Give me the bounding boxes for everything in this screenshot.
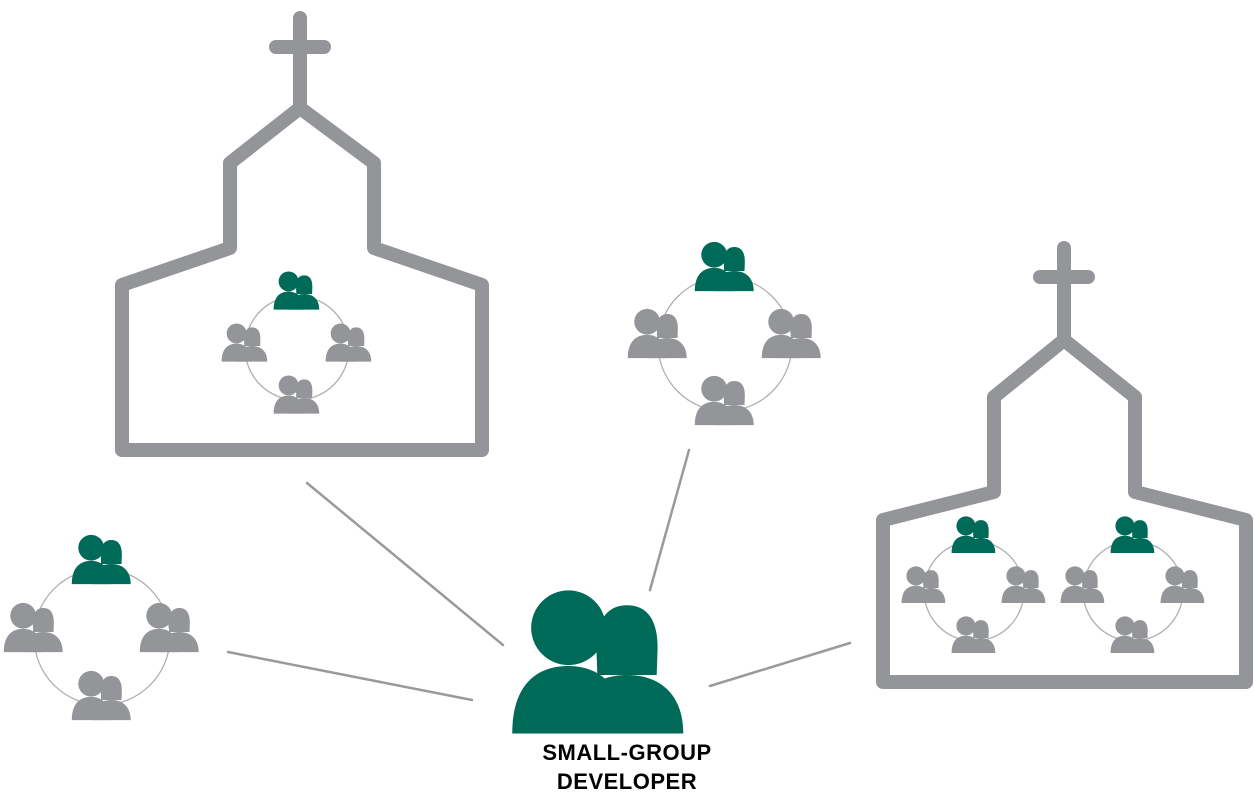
church-right-group-a-member-right-icon bbox=[1001, 566, 1046, 603]
top-group-member-left-icon bbox=[627, 308, 687, 359]
developer-label-line1: SMALL-GROUP bbox=[542, 740, 712, 765]
church-left-group-leader-icon bbox=[273, 271, 320, 310]
developer-label-line2: DEVELOPER bbox=[556, 769, 698, 794]
church-right-group-b-leader-icon bbox=[1110, 516, 1155, 553]
connector-church-right bbox=[708, 641, 852, 688]
church-right-icon bbox=[876, 241, 1253, 689]
connector-group-left bbox=[226, 650, 474, 702]
connector-church-left bbox=[305, 481, 505, 647]
top-group-leader-icon bbox=[694, 241, 754, 292]
top-group-member-right-icon bbox=[761, 308, 821, 359]
connector-group-top bbox=[648, 448, 691, 592]
left-group-member-left-icon bbox=[3, 602, 63, 653]
developer-people-icon bbox=[512, 590, 684, 734]
left-group-member-right-icon bbox=[139, 602, 199, 653]
left-group-member-bottom-icon bbox=[71, 670, 131, 721]
church-left-icon bbox=[115, 11, 489, 457]
church-right-group-a-member-bottom-icon bbox=[951, 616, 996, 653]
left-group-leader-icon bbox=[71, 534, 131, 585]
developer-label: SMALL-GROUP DEVELOPER bbox=[447, 738, 807, 796]
church-right-group-b-member-left-icon bbox=[1060, 566, 1105, 603]
church-right-group-b-member-right-icon bbox=[1160, 566, 1205, 603]
church-right-group-a-member-left-icon bbox=[901, 566, 946, 603]
church-left-group-member-bottom-icon bbox=[273, 375, 320, 414]
church-right-group-a-leader-icon bbox=[951, 516, 996, 553]
church-left-group-member-left-icon bbox=[221, 323, 268, 362]
church-left-group-member-right-icon bbox=[325, 323, 372, 362]
church-right-group-b-member-bottom-icon bbox=[1110, 616, 1155, 653]
top-group-member-bottom-icon bbox=[694, 375, 754, 426]
